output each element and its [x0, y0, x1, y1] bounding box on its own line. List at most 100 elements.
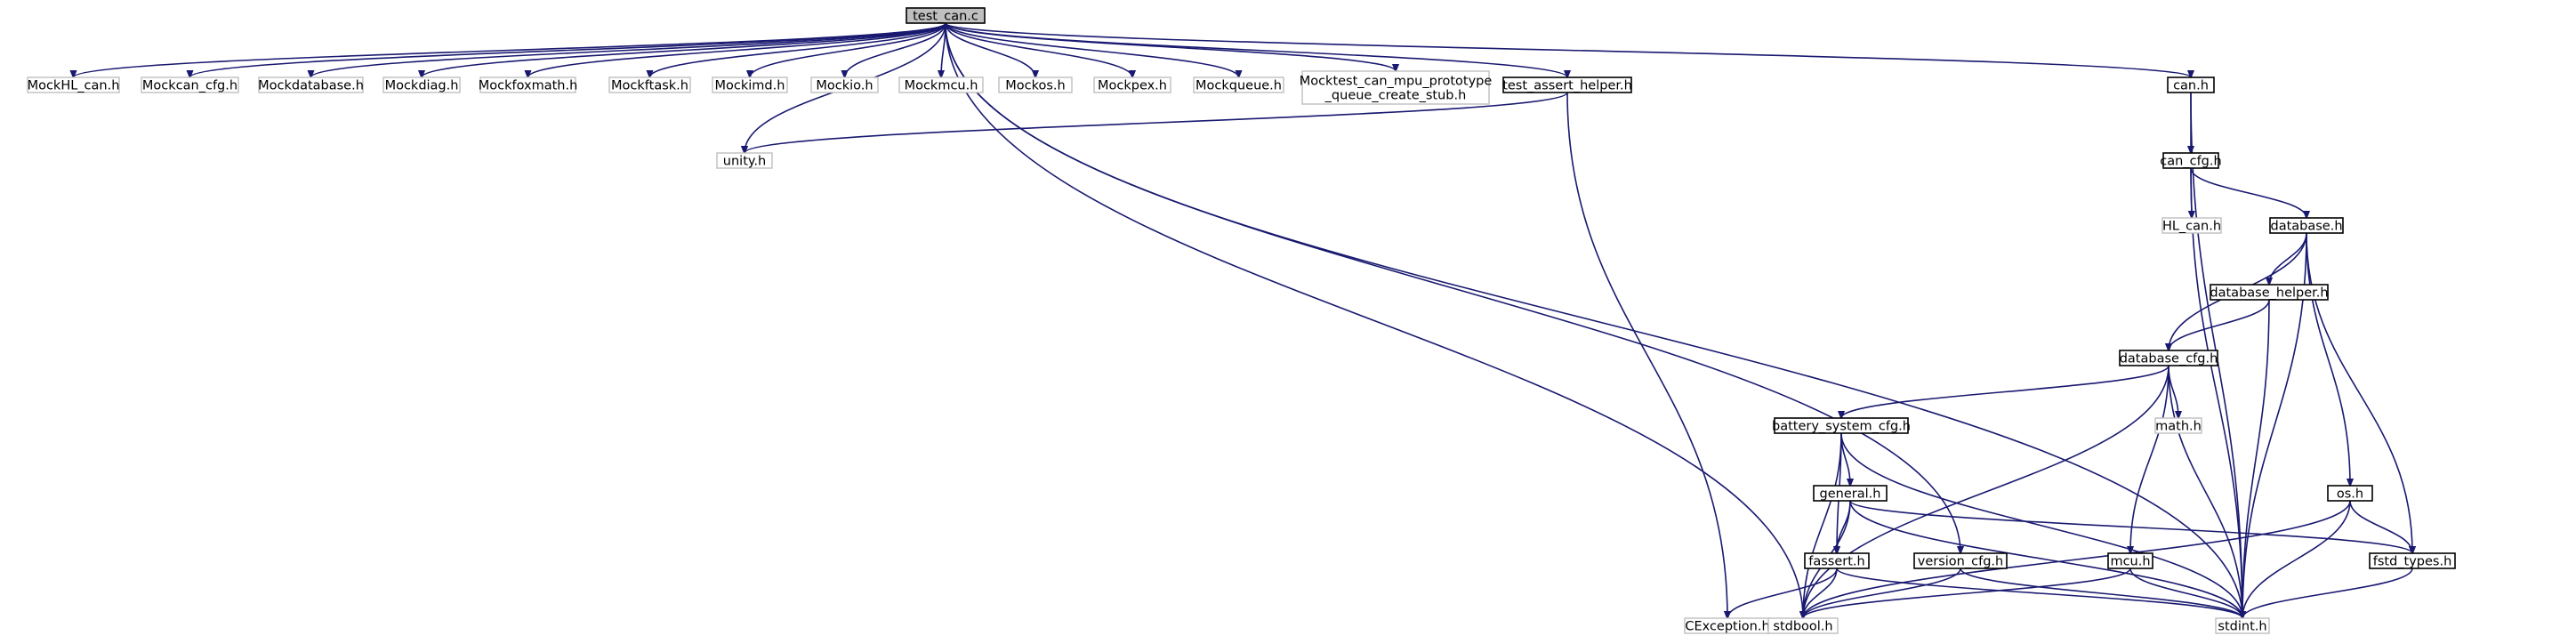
- node-box: [1804, 552, 1870, 569]
- node-CException: CException.h: [1684, 617, 1771, 634]
- node-database-h[interactable]: database.h: [2269, 217, 2344, 234]
- edge-os_h-to-stdbool: [1803, 500, 2351, 618]
- node-label: CException.h: [1685, 620, 1769, 634]
- node-box: [2154, 417, 2202, 434]
- node-box: [141, 76, 239, 93]
- node-Mockfoxmath: Mockfoxmath.h: [479, 76, 577, 93]
- edge-test_can-to-MockHL_can: [74, 22, 946, 77]
- edge-mcu_h-to-stdint: [2129, 568, 2242, 618]
- node-can-h[interactable]: can.h: [2167, 76, 2215, 93]
- node-label: Mockdatabase.h: [258, 79, 364, 93]
- edge-database_cfg-to-battery_system_cfg: [1841, 365, 2169, 418]
- node-label-line: os.h: [2337, 487, 2363, 502]
- node-unity-h: unity.h: [716, 152, 773, 169]
- node-box: [2167, 76, 2215, 93]
- node-can-cfg[interactable]: can_cfg.h: [2160, 152, 2222, 169]
- node-test-assert-helper[interactable]: test_assert_helper.h: [1502, 76, 1632, 93]
- node-box: [1813, 485, 1888, 502]
- edge-can_cfg-to-database_h: [2190, 167, 2306, 218]
- node-HL-can: HL_can.h: [2161, 217, 2222, 234]
- node-battery-system-cfg[interactable]: battery_system_cfg.h: [1772, 417, 1911, 434]
- node-label-line: fassert.h: [1808, 555, 1864, 569]
- node-stdint: stdint.h: [2215, 617, 2270, 634]
- node-label-line: test_assert_helper.h: [1502, 79, 1632, 93]
- node-fstd-types[interactable]: fstd_types.h: [2369, 552, 2456, 569]
- edge-general_h-to-fstd_types: [1849, 500, 2412, 553]
- node-label-line: Mockqueue.h: [1195, 79, 1282, 93]
- node-label-line: version_cfg.h: [1918, 555, 2003, 569]
- node-label: math.h: [2155, 420, 2202, 434]
- node-os-h[interactable]: os.h: [2327, 485, 2373, 502]
- node-label: database_cfg.h: [2120, 352, 2218, 366]
- node-box: [1767, 617, 1839, 634]
- edge-test_can-to-Mockdiag: [422, 22, 946, 77]
- node-label: test_can.c: [913, 10, 978, 24]
- node-label-line: math.h: [2155, 420, 2202, 434]
- node-label-line: general.h: [1820, 487, 1881, 502]
- node-label: Mockos.h: [1005, 79, 1065, 93]
- node-label: MockHL_can.h: [28, 79, 120, 93]
- edge-database_h-to-os_h: [2306, 232, 2350, 486]
- edge-test_can-to-Mockimd: [750, 22, 946, 77]
- node-general-h[interactable]: general.h: [1813, 485, 1888, 502]
- node-box: [1502, 76, 1632, 93]
- node-math-h: math.h: [2154, 417, 2202, 434]
- node-label: Mockdiag.h: [385, 79, 459, 93]
- node-box: [2162, 152, 2219, 169]
- node-box: [1301, 70, 1490, 105]
- node-box: [1093, 76, 1171, 93]
- node-box: [998, 76, 1073, 93]
- node-Mockdiag: Mockdiag.h: [382, 76, 461, 93]
- node-Mockmcu: Mockmcu.h: [898, 76, 984, 93]
- node-box: [1913, 552, 2008, 569]
- node-test-can[interactable]: test_can.c: [906, 7, 986, 24]
- edge-database_helper-to-database_cfg: [2169, 299, 2270, 350]
- node-box: [2119, 350, 2218, 366]
- node-label-line: can_cfg.h: [2160, 155, 2221, 169]
- node-fassert[interactable]: fassert.h: [1804, 552, 1870, 569]
- edge-battery_system_cfg-to-stdbool: [1803, 432, 1842, 618]
- node-label-line: test_can.c: [913, 10, 978, 24]
- node-label: Mockcan_cfg.h: [142, 79, 237, 93]
- node-box: [2369, 552, 2456, 569]
- node-label-line: Mockdatabase.h: [258, 79, 364, 93]
- edge-test_can-to-stdbool: [945, 22, 1803, 618]
- node-label-line: Mockio.h: [816, 79, 873, 93]
- node-label: Mockio.h: [816, 79, 873, 93]
- edge-battery_system_cfg-to-stdint: [1840, 432, 2242, 618]
- node-Mockdatabase: Mockdatabase.h: [258, 76, 364, 93]
- node-mcu-h[interactable]: mcu.h: [2107, 552, 2153, 569]
- edge-test_can-to-Mockftask: [650, 22, 946, 77]
- edge-os_h-to-fstd_types: [2349, 500, 2412, 553]
- edge-mcu_h-to-stdbool: [1803, 568, 2131, 618]
- node-label: Mockmcu.h: [905, 79, 978, 93]
- node-label: can.h: [2173, 79, 2209, 93]
- node-label: os.h: [2337, 487, 2363, 502]
- node-label: unity.h: [723, 155, 766, 169]
- node-label: mcu.h: [2110, 555, 2150, 569]
- node-label-line: stdbool.h: [1773, 620, 1832, 634]
- node-version-cfg[interactable]: version_cfg.h: [1913, 552, 2008, 569]
- node-label-line: database_helper.h: [2210, 286, 2328, 301]
- node-Mockcan-cfg: Mockcan_cfg.h: [141, 76, 239, 93]
- node-database-cfg[interactable]: database_cfg.h: [2119, 350, 2218, 366]
- node-label-line: CException.h: [1685, 620, 1769, 634]
- node-label-line: stdint.h: [2218, 620, 2266, 634]
- node-box: [906, 7, 986, 24]
- node-box: [2215, 617, 2270, 634]
- node-label-line: battery_system_cfg.h: [1772, 420, 1911, 434]
- edge-test_can-to-Mocktest_can_mpu: [945, 22, 1396, 71]
- node-database-helper[interactable]: database_helper.h: [2210, 284, 2329, 301]
- node-label: stdbool.h: [1773, 620, 1832, 634]
- edge-version_cfg-to-stdint: [1960, 568, 2242, 618]
- node-label: database.h: [2270, 220, 2342, 234]
- edge-database_h-to-fstd_types: [2306, 232, 2412, 553]
- edge-test_can-to-Mockos: [945, 22, 1035, 77]
- node-box: [608, 76, 691, 93]
- node-label: database_helper.h: [2210, 286, 2328, 301]
- edge-test_can-to-Mockcan_cfg: [190, 22, 946, 77]
- node-label-line: Mockmcu.h: [905, 79, 978, 93]
- edge-general_h-to-stdint: [1849, 500, 2242, 618]
- node-label-line: Mockcan_cfg.h: [142, 79, 237, 93]
